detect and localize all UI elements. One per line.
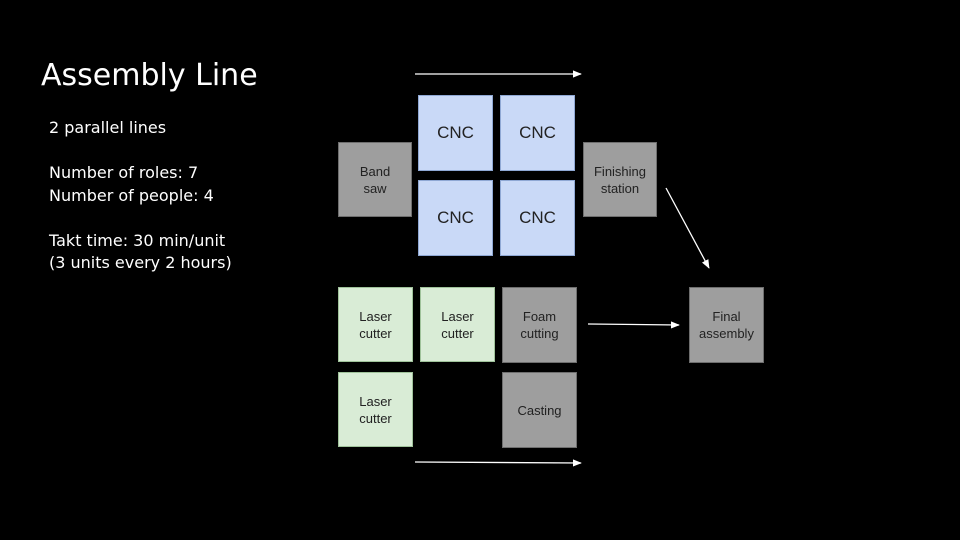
laser-cutter-label: Laser cutter bbox=[359, 393, 392, 426]
cnc-station-4: CNC bbox=[500, 180, 575, 256]
foam-to-final-arrow bbox=[587, 321, 680, 329]
cnc-label: CNC bbox=[519, 208, 556, 227]
note-number-of-people: Number of people: 4 bbox=[49, 185, 214, 205]
note-parallel-lines: 2 parallel lines bbox=[49, 118, 167, 137]
final-assembly-label: Final assembly bbox=[699, 309, 754, 341]
cnc-station-3: CNC bbox=[418, 180, 493, 256]
cnc-label: CNC bbox=[437, 208, 474, 227]
note-takt-time: Takt time: 30 min/unit bbox=[49, 230, 226, 250]
note-units-per-period: (3 units every 2 hours) bbox=[49, 253, 232, 272]
slide-notes: 2 parallel lines Number of roles: 7 Numb… bbox=[49, 117, 232, 275]
casting-station: Casting bbox=[502, 372, 577, 448]
cnc-station-2: CNC bbox=[500, 95, 575, 171]
finishing-station: Finishing station bbox=[583, 142, 657, 217]
slide-title: Assembly Line bbox=[41, 58, 258, 93]
cnc-label: CNC bbox=[519, 123, 556, 142]
laser-cutter-label: Laser cutter bbox=[359, 308, 392, 341]
laser-cutter-station-2: Laser cutter bbox=[420, 287, 495, 362]
note-number-of-roles: Number of roles: 7 bbox=[49, 163, 199, 182]
cnc-station-1: CNC bbox=[418, 95, 493, 171]
laser-cutter-station-3: Laser cutter bbox=[338, 372, 413, 447]
foam-cutting-station: Foam cutting bbox=[502, 287, 577, 363]
foam-cutting-label: Foam cutting bbox=[520, 309, 559, 341]
finishing-station-label: Finishing station bbox=[593, 163, 647, 196]
casting-label: Casting bbox=[517, 402, 562, 418]
finishing-to-final-arrow bbox=[665, 187, 710, 269]
band-saw-label: Band saw bbox=[359, 163, 391, 196]
laser-cutter-label: Laser cutter bbox=[441, 308, 474, 341]
final-assembly-station: Final assembly bbox=[689, 287, 764, 363]
cnc-label: CNC bbox=[437, 123, 474, 142]
bottom-flow-arrow bbox=[414, 459, 582, 467]
laser-cutter-station-1: Laser cutter bbox=[338, 287, 413, 362]
band-saw-station: Band saw bbox=[338, 142, 412, 217]
